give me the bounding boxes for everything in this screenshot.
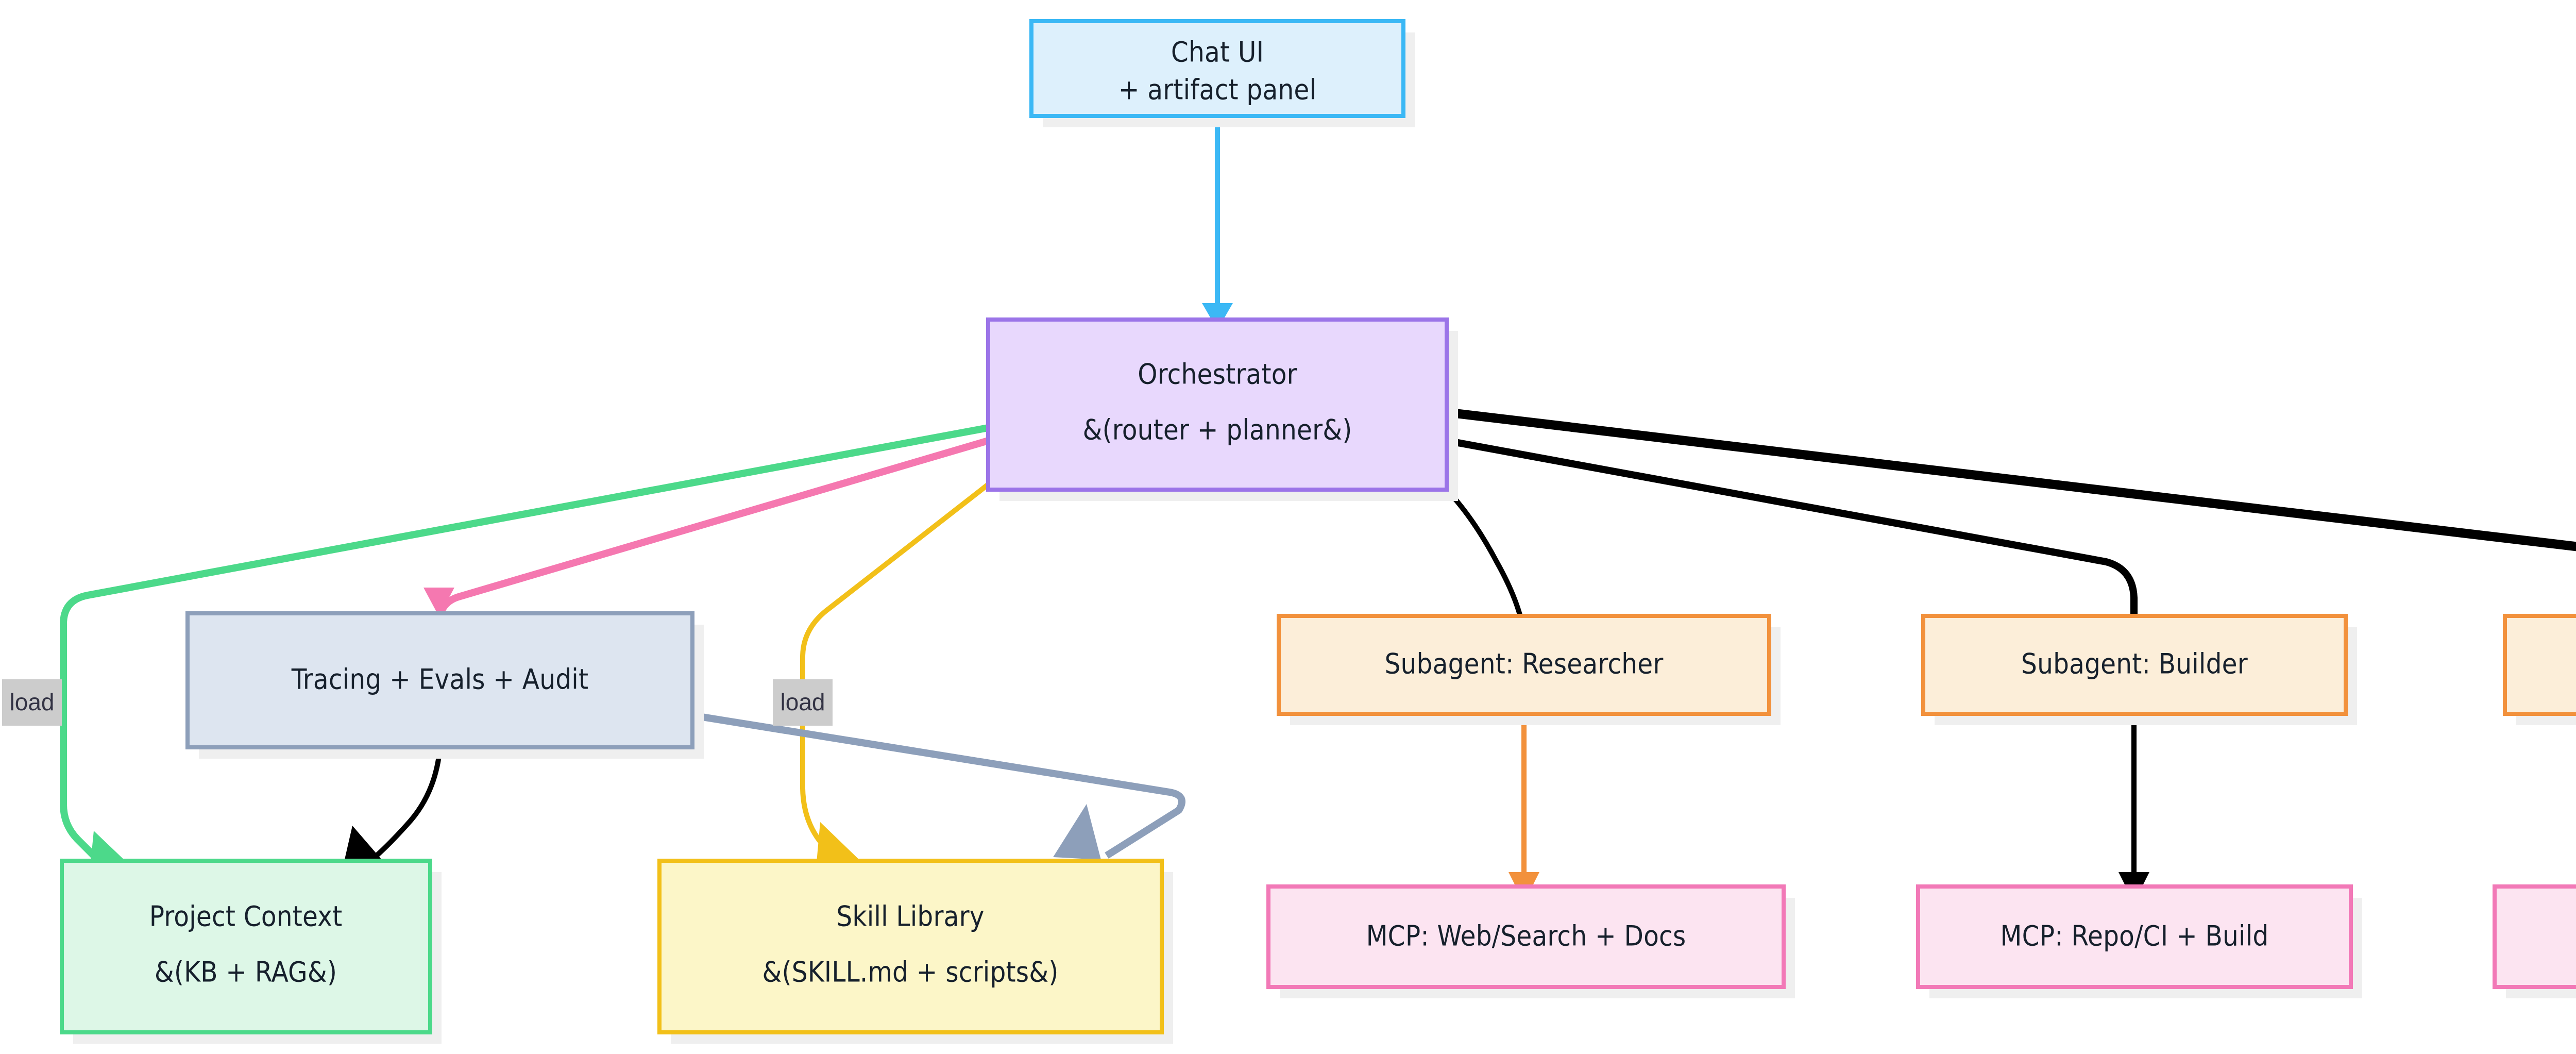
- mcp-web-label: MCP: Web/Search + Docs: [1366, 920, 1686, 952]
- chat-ui-label-line1: Chat UI: [1171, 36, 1264, 69]
- orchestrator-label-line2: &(router + planner&): [1082, 414, 1352, 446]
- skill-library-label-line2: &(SKILL.md + scripts&): [762, 956, 1058, 989]
- edge-label-load-right: load: [773, 679, 833, 726]
- edge-label-load-left-bg: [2, 679, 62, 726]
- skill-library-box[interactable]: [657, 859, 1164, 1034]
- project-context-box[interactable]: [60, 859, 432, 1034]
- edge-orchestrator-to-tracing: [423, 437, 989, 628]
- skill-library[interactable]: Skill Library &(SKILL.md + scripts&): [657, 859, 1173, 1044]
- edge-label-load-right-text: load: [781, 689, 825, 715]
- skill-library-label-line1: Skill Library: [836, 900, 984, 933]
- mcp-policy-security[interactable]: MCP: Policy + Security: [2493, 884, 2576, 998]
- mcp-repo-ci-build[interactable]: MCP: Repo/CI + Build: [1916, 884, 2362, 998]
- mcp-policy-box[interactable]: [2493, 884, 2576, 989]
- tracing-box[interactable]: [185, 611, 694, 749]
- tracing-label: Tracing + Evals + Audit: [291, 663, 588, 696]
- mcp-repo-label: MCP: Repo/CI + Build: [2001, 920, 2269, 952]
- subagent-reviewer[interactable]: Subagent: Reviewer: [2503, 614, 2576, 725]
- orchestrator-box[interactable]: [986, 317, 1449, 492]
- chat-ui-box[interactable]: [1029, 19, 1405, 118]
- mcp-web-search-docs[interactable]: MCP: Web/Search + Docs: [1266, 884, 1795, 998]
- orchestrator[interactable]: Orchestrator &(router + planner&): [986, 317, 1458, 501]
- mcp-web-box[interactable]: [1266, 884, 1786, 989]
- orchestrator-label-line1: Orchestrator: [1138, 358, 1297, 391]
- subagent-builder-box[interactable]: [1921, 614, 2348, 716]
- edge-builder-to-mcp-repo: [2119, 714, 2149, 903]
- edge-label-load-left-text: load: [10, 689, 55, 715]
- project-context-label-line2: &(KB + RAG&): [155, 956, 337, 989]
- subagent-researcher[interactable]: Subagent: Researcher: [1277, 614, 1781, 725]
- project-context-label-line1: Project Context: [149, 900, 343, 933]
- edge-label-load-left: load: [2, 679, 62, 726]
- chat-ui[interactable]: Chat UI + artifact panel: [1029, 19, 1415, 127]
- subagent-builder[interactable]: Subagent: Builder: [1921, 614, 2357, 725]
- edge-label-load-right-bg: [773, 679, 833, 726]
- subagent-researcher-box[interactable]: [1277, 614, 1771, 716]
- nodes-layer: Chat UI + artifact panel Orchestrator &(…: [60, 19, 2576, 1044]
- chat-ui-label-line2: + artifact panel: [1118, 74, 1316, 106]
- subagent-reviewer-box[interactable]: [2503, 614, 2576, 716]
- edge-chat-ui-to-orchestrator: [1202, 116, 1233, 330]
- edge-orchestrator-to-skill-library: [800, 482, 990, 868]
- edge-labels-layer: load load: [2, 679, 833, 726]
- tracing-evals-audit[interactable]: Tracing + Evals + Audit: [185, 611, 704, 759]
- edge-tracing-to-skill-library: [691, 712, 1185, 860]
- subagent-researcher-label: Subagent: Researcher: [1385, 648, 1664, 680]
- edges-layer: [60, 116, 2576, 903]
- edge-researcher-to-mcp-web: [1509, 714, 1539, 903]
- edge-tracing-to-project-context: [344, 747, 443, 871]
- mcp-repo-box[interactable]: [1916, 884, 2353, 989]
- subagent-builder-label: Subagent: Builder: [2021, 648, 2248, 680]
- project-context[interactable]: Project Context &(KB + RAG&): [60, 859, 442, 1044]
